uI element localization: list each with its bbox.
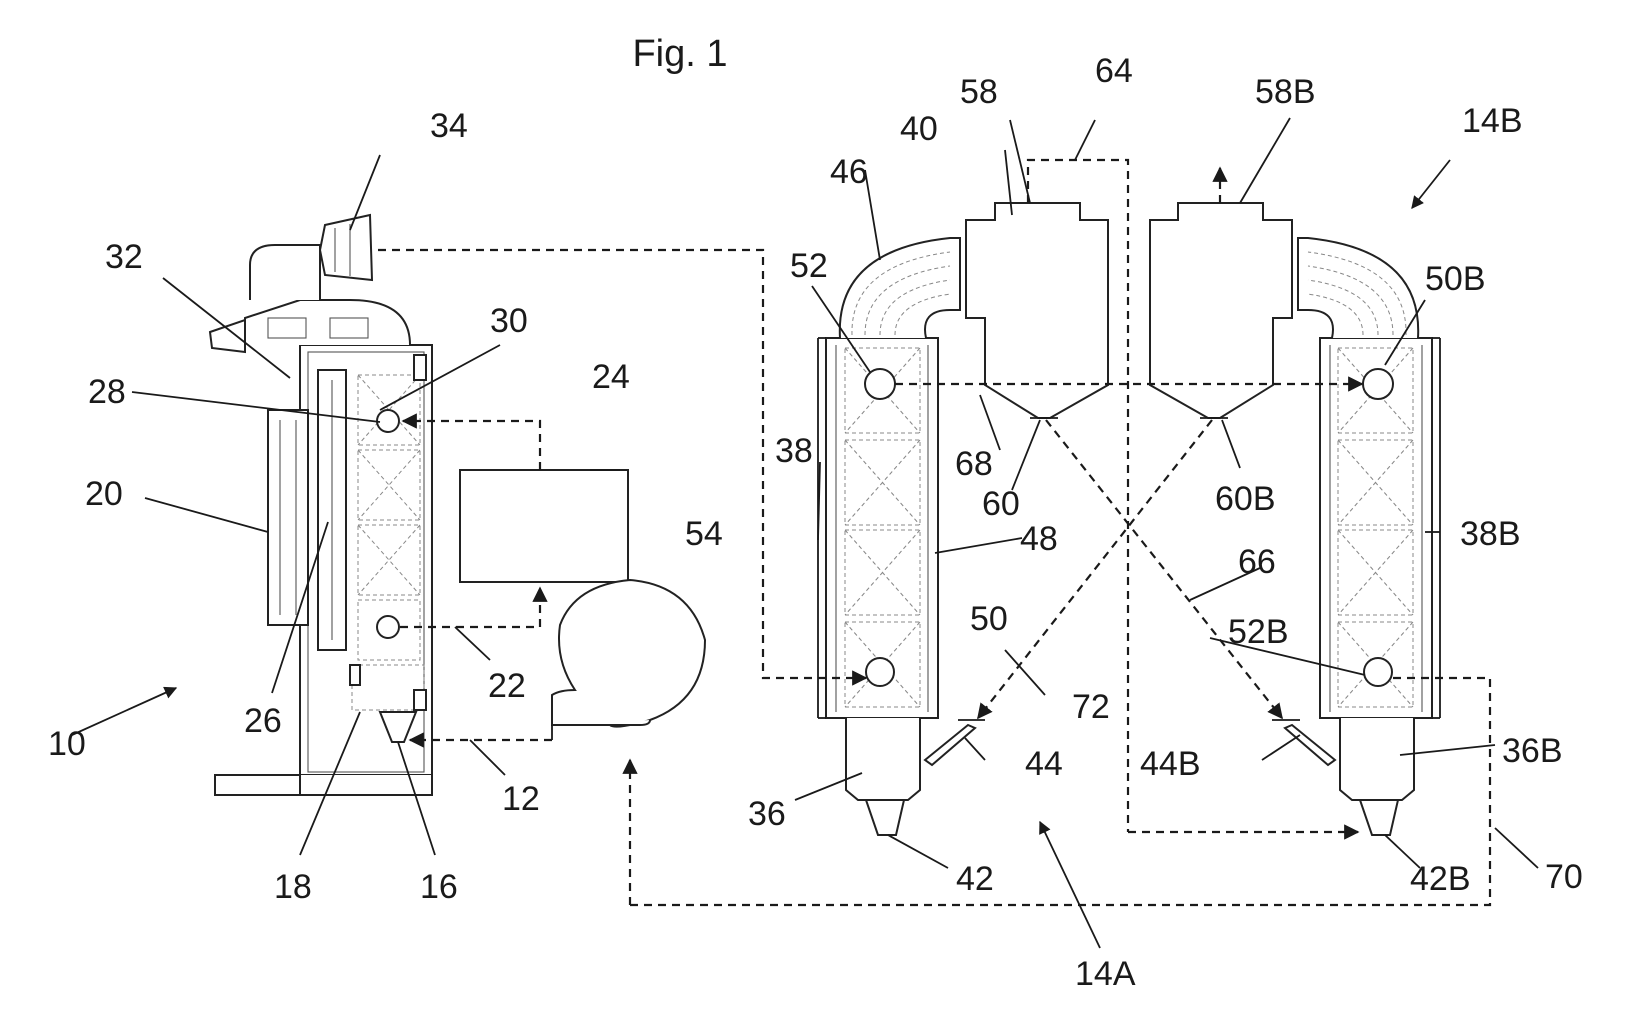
label-28: 28 <box>88 373 126 411</box>
label-70: 70 <box>1545 858 1583 896</box>
label-68: 68 <box>955 445 993 483</box>
label-46: 46 <box>830 153 868 191</box>
label-14a: 14A <box>1075 955 1136 993</box>
label-52b: 52B <box>1228 613 1289 651</box>
label-60: 60 <box>982 485 1020 523</box>
label-50: 50 <box>970 600 1008 638</box>
control-unit-24 <box>460 470 628 582</box>
label-12: 12 <box>502 780 540 818</box>
label-16: 16 <box>420 868 458 906</box>
label-26: 26 <box>244 702 282 740</box>
label-24: 24 <box>592 358 630 396</box>
label-58: 58 <box>960 73 998 111</box>
label-32: 32 <box>105 238 143 276</box>
label-52: 52 <box>790 247 828 285</box>
label-42: 42 <box>956 860 994 898</box>
label-50b: 50B <box>1425 260 1486 298</box>
label-10: 10 <box>48 725 86 763</box>
figure-title: Fig. 1 <box>632 33 727 75</box>
unit-14a <box>818 203 1108 835</box>
label-20: 20 <box>85 475 123 513</box>
label-72: 72 <box>1072 688 1110 726</box>
label-66: 66 <box>1238 543 1276 581</box>
label-36b: 36B <box>1502 732 1563 770</box>
label-34: 34 <box>430 107 468 145</box>
label-30: 30 <box>490 302 528 340</box>
label-54: 54 <box>685 515 723 553</box>
label-40: 40 <box>900 110 938 148</box>
label-44b: 44B <box>1140 745 1201 783</box>
label-14b: 14B <box>1462 102 1523 140</box>
label-42b: 42B <box>1410 860 1471 898</box>
label-18: 18 <box>274 868 312 906</box>
label-60b: 60B <box>1215 480 1276 518</box>
blower-54 <box>552 580 705 740</box>
label-44: 44 <box>1025 745 1063 783</box>
label-58b: 58B <box>1255 73 1316 111</box>
label-64: 64 <box>1095 52 1133 90</box>
label-48: 48 <box>1020 520 1058 558</box>
label-38: 38 <box>775 432 813 470</box>
label-38b: 38B <box>1460 515 1521 553</box>
unit-14b <box>1150 203 1440 835</box>
label-22: 22 <box>488 667 526 705</box>
label-36: 36 <box>748 795 786 833</box>
